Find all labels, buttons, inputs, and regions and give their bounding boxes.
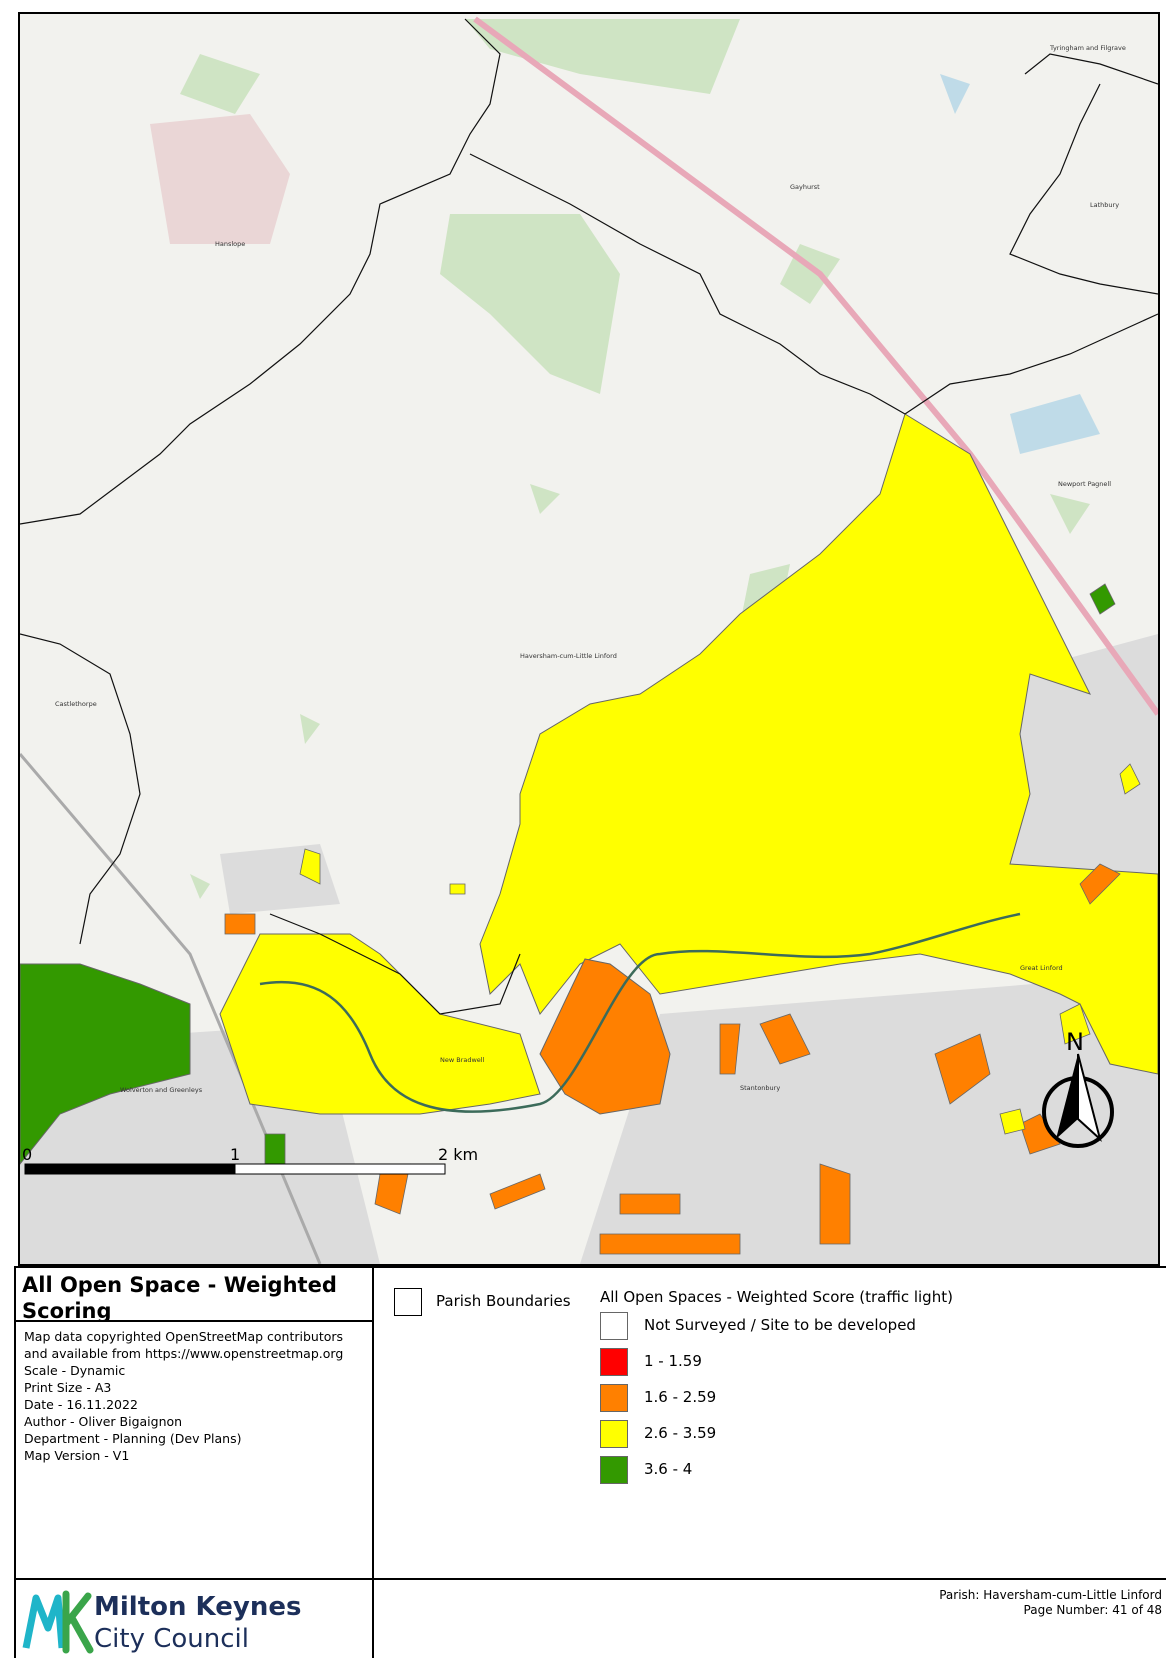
scale-label-one: 1 xyxy=(230,1145,240,1164)
map-view[interactable]: Tyringham and Filgrave Gayhurst Lathbury… xyxy=(18,12,1160,1266)
open-space-area-green xyxy=(20,963,191,1165)
place-label: Lathbury xyxy=(1090,201,1119,209)
metadata-line: Map Version - V1 xyxy=(24,1448,130,1463)
legend-label: Not Surveyed / Site to be developed xyxy=(644,1316,916,1334)
info-panel: Map data copyrighted OpenStreetMap contr… xyxy=(14,1320,374,1580)
legend-label: 1.6 - 2.59 xyxy=(644,1388,717,1406)
place-label: Castlethorpe xyxy=(55,700,97,708)
legend-panel: Parish Boundaries All Open Spaces - Weig… xyxy=(372,1266,1166,1580)
place-label: Hanslope xyxy=(215,240,245,248)
scale-label-zero: 0 xyxy=(22,1145,32,1164)
metadata-line: Map data copyrighted OpenStreetMap contr… xyxy=(24,1329,344,1344)
place-label: Great Linford xyxy=(1020,964,1063,972)
place-label: Haversham-cum-Little Linford xyxy=(520,652,617,660)
metadata-line: Print Size - A3 xyxy=(24,1380,112,1395)
legend-swatch xyxy=(600,1456,628,1484)
map-canvas: Tyringham and Filgrave Gayhurst Lathbury… xyxy=(20,14,1158,1264)
woodland-areas xyxy=(180,19,1090,899)
legend-swatch xyxy=(600,1348,628,1376)
place-labels: Tyringham and Filgrave Gayhurst Lathbury… xyxy=(55,44,1126,1094)
legend-label: 3.6 - 4 xyxy=(644,1460,693,1478)
metadata-line: Department - Planning (Dev Plans) xyxy=(24,1431,242,1446)
parish-boundary-label: Parish Boundaries xyxy=(436,1292,571,1310)
place-label: Wolverton and Greenleys xyxy=(120,1086,203,1094)
legend-swatch xyxy=(600,1420,628,1448)
map-metadata: Map data copyrighted OpenStreetMap contr… xyxy=(24,1328,343,1464)
metadata-line: Scale - Dynamic xyxy=(24,1363,126,1378)
footer-panel: Parish: Haversham-cum-Little Linford Pag… xyxy=(372,1578,1166,1658)
footer-text: Parish: Haversham-cum-Little Linford Pag… xyxy=(939,1588,1162,1618)
metadata-line: and available from https://www.openstree… xyxy=(24,1346,344,1361)
page-number: Page Number: 41 of 48 xyxy=(1023,1603,1162,1617)
legend-label: 2.6 - 3.59 xyxy=(644,1424,717,1442)
place-label: Gayhurst xyxy=(790,183,820,191)
legend-swatch xyxy=(600,1312,628,1340)
open-space-area-new-bradwell xyxy=(219,933,541,1115)
scale-bar: 0 1 2 km xyxy=(22,1145,478,1175)
title-panel: All Open Space - Weighted Scoring xyxy=(14,1266,374,1323)
open-space-area-orange xyxy=(539,958,671,1115)
legend-title: All Open Spaces - Weighted Score (traffi… xyxy=(600,1288,953,1306)
place-label: Stantonbury xyxy=(740,1084,780,1092)
open-space-area-large xyxy=(479,413,1158,1075)
logo-text-line1: Milton Keynes xyxy=(94,1592,302,1622)
river xyxy=(259,912,1021,1113)
logo-panel: Milton Keynes City Council xyxy=(14,1578,374,1658)
map-title: All Open Space - Weighted Scoring xyxy=(22,1273,337,1323)
metadata-line: Date - 16.11.2022 xyxy=(24,1397,138,1412)
metadata-line: Author - Oliver Bigaignon xyxy=(24,1414,183,1429)
place-label: Tyringham and Filgrave xyxy=(1049,44,1126,52)
north-label: N xyxy=(1066,1028,1084,1056)
water-areas xyxy=(940,74,1100,454)
logo-text-line2: City Council xyxy=(94,1624,249,1654)
place-label: Newport Pagnell xyxy=(1058,480,1111,488)
parish-boundary-swatch xyxy=(394,1288,422,1316)
north-arrow: N xyxy=(1042,1028,1114,1148)
legend-label: 1 - 1.59 xyxy=(644,1352,702,1370)
parish-name: Parish: Haversham-cum-Little Linford xyxy=(939,1588,1162,1602)
scale-label-two: 2 km xyxy=(438,1145,478,1164)
place-label: New Bradwell xyxy=(440,1056,485,1064)
parish-boundaries xyxy=(20,18,1158,1015)
motorway xyxy=(473,16,1158,716)
legend-swatch xyxy=(600,1384,628,1412)
council-logo-icon xyxy=(22,1590,94,1654)
